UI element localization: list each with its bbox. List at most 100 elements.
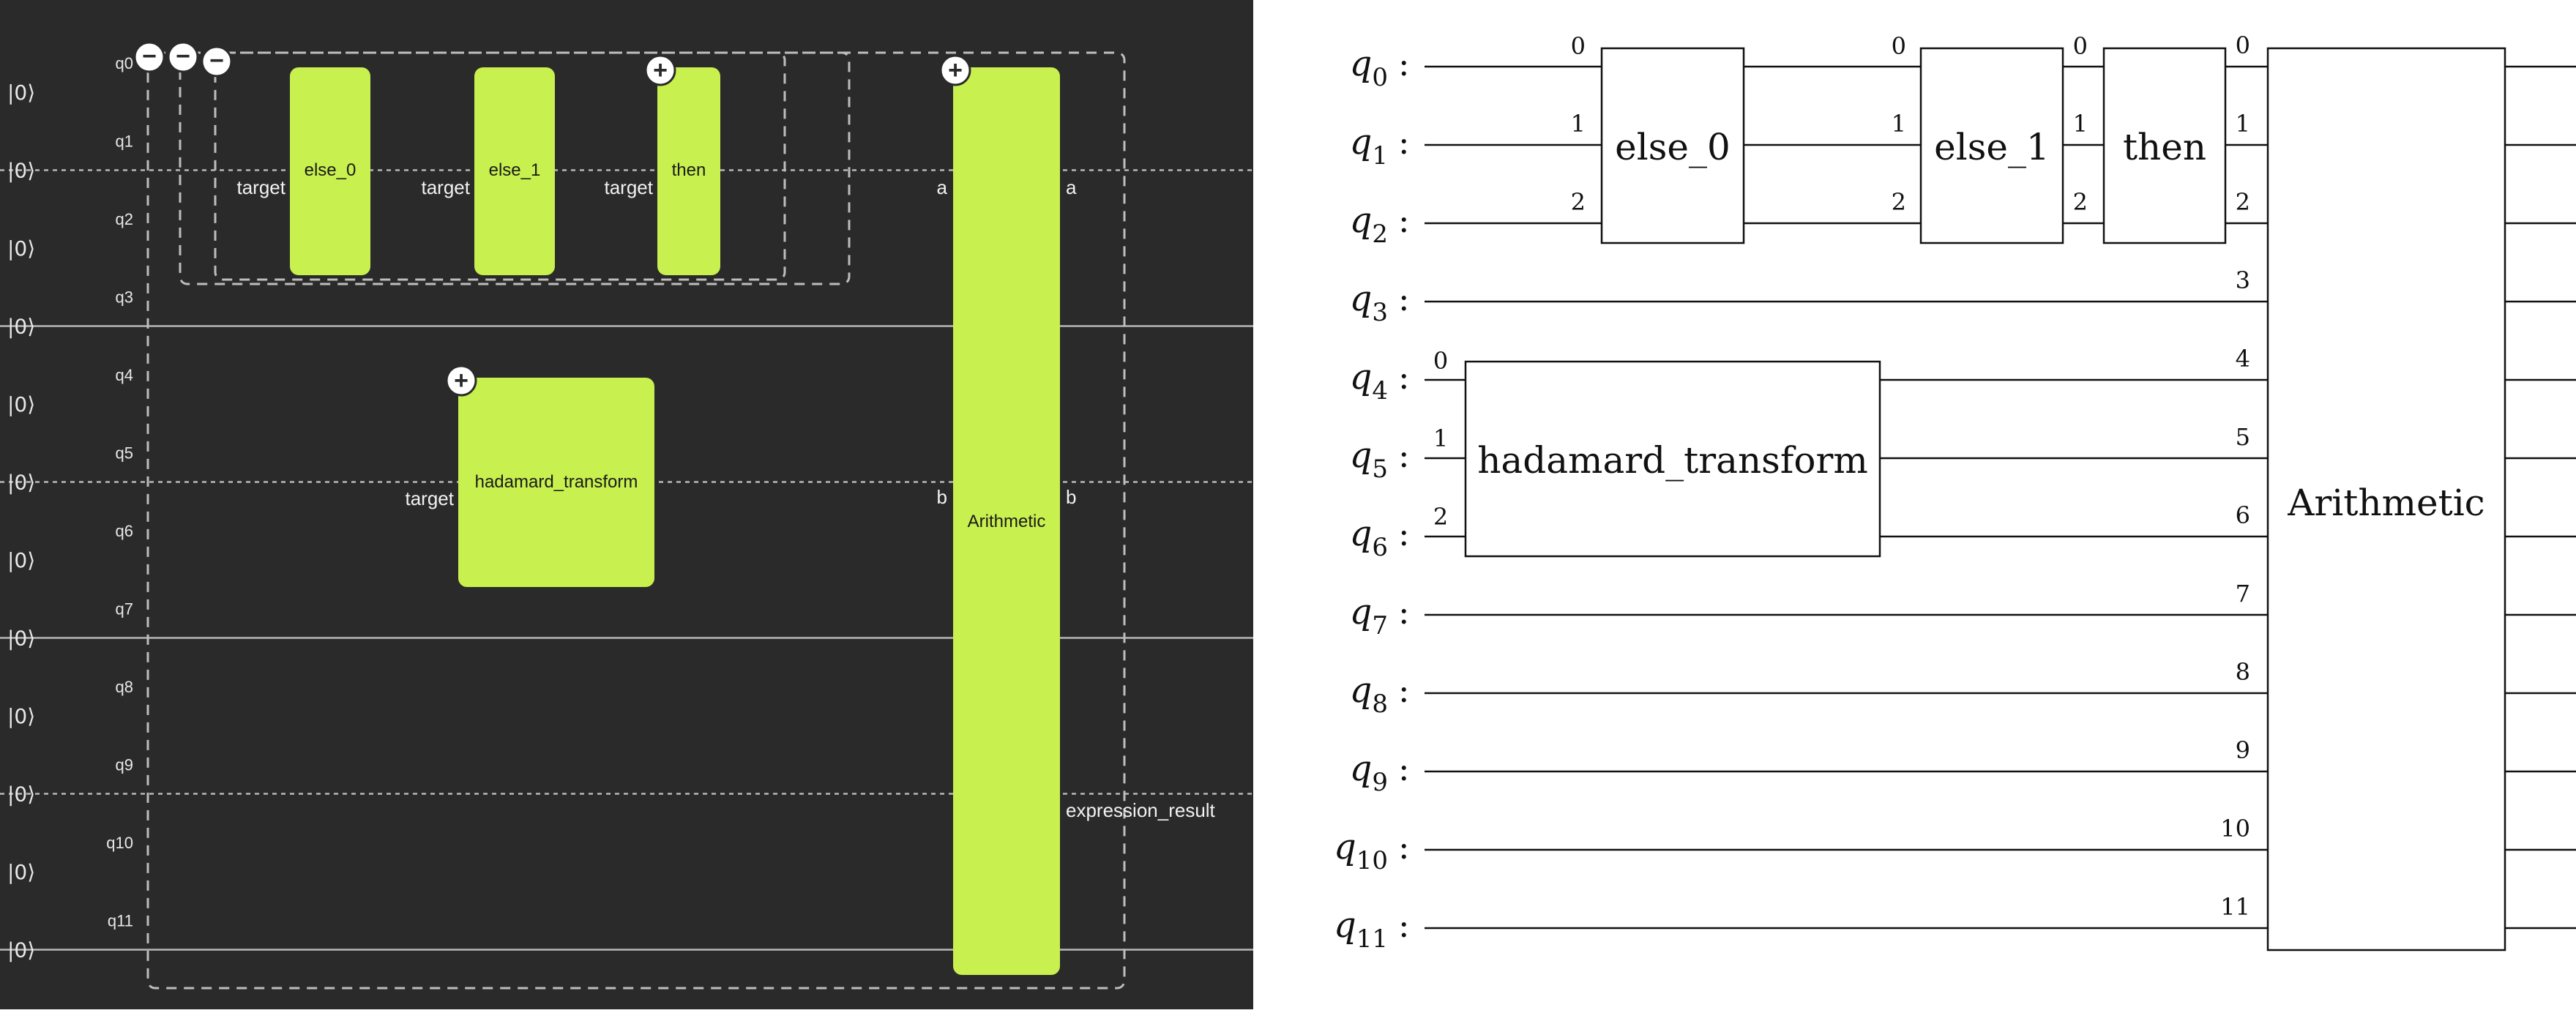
wire-index: 2 xyxy=(1892,188,1906,216)
qubit-label-colon: : xyxy=(1398,749,1410,788)
gate-label: then xyxy=(2123,126,2206,168)
else-group-box[interactable] xyxy=(214,51,786,281)
gate-then[interactable]: then xyxy=(657,67,720,275)
collapse-button[interactable]: − xyxy=(167,41,199,73)
gate-then: then 0 1 2 xyxy=(2073,32,2227,244)
qubit-initial-state: |0⟩ xyxy=(7,548,35,572)
qubit-label: q1 xyxy=(1350,122,1388,171)
wire-index: 0 xyxy=(2236,31,2250,59)
wire-index: 1 xyxy=(1571,110,1586,138)
qubit-label: q10 xyxy=(106,834,133,852)
gate-label: else_0 xyxy=(1615,126,1731,168)
wire-index: 0 xyxy=(1571,32,1586,60)
wire-index: 11 xyxy=(2220,893,2250,921)
plus-icon: + xyxy=(454,367,468,395)
qubit-kets: |0⟩|0⟩|0⟩|0⟩|0⟩|0⟩|0⟩|0⟩|0⟩|0⟩|0⟩|0⟩ xyxy=(7,81,35,962)
static-circuit-panel: q0:q1:q2:q3:q4:q5:q6:q7:q8:q9:q10:q11: e… xyxy=(1253,0,2576,1009)
gate-arithmetic[interactable]: Arithmetic xyxy=(953,67,1060,975)
qubit-initial-state: |0⟩ xyxy=(7,236,35,261)
qubit-label-colon: : xyxy=(1398,44,1410,83)
qubit-label: q2 xyxy=(116,210,133,228)
plus-icon: + xyxy=(653,56,668,84)
gate-else-0[interactable]: else_0 xyxy=(290,67,370,275)
port-label-b-out: b xyxy=(1066,486,1076,508)
wire-index: 2 xyxy=(1571,188,1586,216)
wire-index: 10 xyxy=(2220,815,2250,842)
wire-index: 2 xyxy=(2073,188,2088,216)
wire-index: 0 xyxy=(2073,32,2088,60)
qubit-label-colon: : xyxy=(1398,514,1410,553)
qubit-label: q11 xyxy=(108,912,133,930)
wire-index: 4 xyxy=(2236,345,2250,373)
qubit-label-colon: : xyxy=(1398,827,1410,867)
port-label-target: target xyxy=(237,176,286,198)
port-label-a-out: a xyxy=(1066,176,1077,198)
wire-index: 6 xyxy=(2236,501,2250,529)
gate-else-1: else_1 0 1 2 xyxy=(1892,32,2064,244)
qubit-label: q10 xyxy=(1334,826,1388,875)
gate-hadamard-transform: hadamard_transform 0 1 2 xyxy=(1433,347,1881,558)
wire-index: 1 xyxy=(1892,110,1906,138)
qubit-label: q4 xyxy=(116,366,133,384)
qubit-label-colon: : xyxy=(1398,592,1410,632)
wire-index: 7 xyxy=(2236,580,2250,608)
qubit-label: q3 xyxy=(1350,278,1388,327)
qubit-labels: q0:q1:q2:q3:q4:q5:q6:q7:q8:q9:q10:q11: xyxy=(1334,43,1410,954)
expand-button[interactable]: + xyxy=(644,54,676,86)
qubit-label-colon: : xyxy=(1398,279,1410,318)
qubit-label-colon: : xyxy=(1398,905,1410,945)
wire-index: 0 xyxy=(1433,347,1448,375)
qubit-initial-state: |0⟩ xyxy=(7,159,35,183)
gate-label: hadamard_transform xyxy=(475,472,638,492)
minus-icon: − xyxy=(209,47,224,75)
gate-label: else_1 xyxy=(1934,126,2050,168)
qubit-initial-state: |0⟩ xyxy=(7,704,35,728)
gate-else-1[interactable]: else_1 xyxy=(474,67,555,275)
expand-button[interactable]: + xyxy=(445,365,477,397)
qubit-label: q3 xyxy=(116,288,133,307)
qubit-label-colon: : xyxy=(1398,436,1410,475)
qubit-label: q4 xyxy=(1350,356,1388,405)
gate-label: then xyxy=(672,160,706,180)
qubit-label: q7 xyxy=(116,600,133,618)
gate-label: Arithmetic xyxy=(2287,482,2484,524)
wire-index: 2 xyxy=(1433,503,1448,531)
gate-label: Arithmetic xyxy=(968,512,1046,531)
qubit-initial-state: |0⟩ xyxy=(7,315,35,339)
port-label-target: target xyxy=(422,176,471,198)
port-label-target: target xyxy=(406,487,455,509)
minus-icon: − xyxy=(176,42,190,70)
interactive-circuit-panel: |0⟩|0⟩|0⟩|0⟩|0⟩|0⟩|0⟩|0⟩|0⟩|0⟩|0⟩|0⟩ q0q… xyxy=(0,0,1253,1009)
qubit-label: q5 xyxy=(1350,435,1388,484)
if-group-box[interactable] xyxy=(179,51,851,285)
qubit-label: q2 xyxy=(1350,200,1388,249)
qubit-initial-state: |0⟩ xyxy=(7,860,35,884)
expand-button[interactable]: + xyxy=(939,54,971,86)
gate-label: else_0 xyxy=(305,160,356,180)
qubit-label: q5 xyxy=(116,444,133,463)
wire-index: 0 xyxy=(1892,32,1906,60)
collapse-button[interactable]: − xyxy=(201,45,233,78)
qubit-label: q9 xyxy=(1350,748,1388,797)
qubit-initial-state: |0⟩ xyxy=(7,81,35,105)
qubit-label: q8 xyxy=(1350,670,1388,719)
gate-hadamard-transform[interactable]: hadamard_transform xyxy=(458,378,654,587)
wire-index: 8 xyxy=(2236,658,2250,686)
qubit-initial-state: |0⟩ xyxy=(7,471,35,495)
qubit-label: q7 xyxy=(1350,591,1388,640)
port-label-target: target xyxy=(605,176,654,198)
gate-label: hadamard_transform xyxy=(1477,439,1868,482)
wire-index: 1 xyxy=(2236,110,2250,138)
plus-icon: + xyxy=(948,56,963,84)
wire-index: 9 xyxy=(2236,736,2250,764)
collapse-button[interactable]: − xyxy=(133,41,165,73)
qubit-label: q9 xyxy=(116,756,133,774)
gate-else-0: else_0 0 1 2 xyxy=(1571,32,1745,244)
qubit-label-colon: : xyxy=(1398,357,1410,397)
wire-index: 5 xyxy=(2236,423,2250,451)
gate-label: else_1 xyxy=(489,160,541,180)
